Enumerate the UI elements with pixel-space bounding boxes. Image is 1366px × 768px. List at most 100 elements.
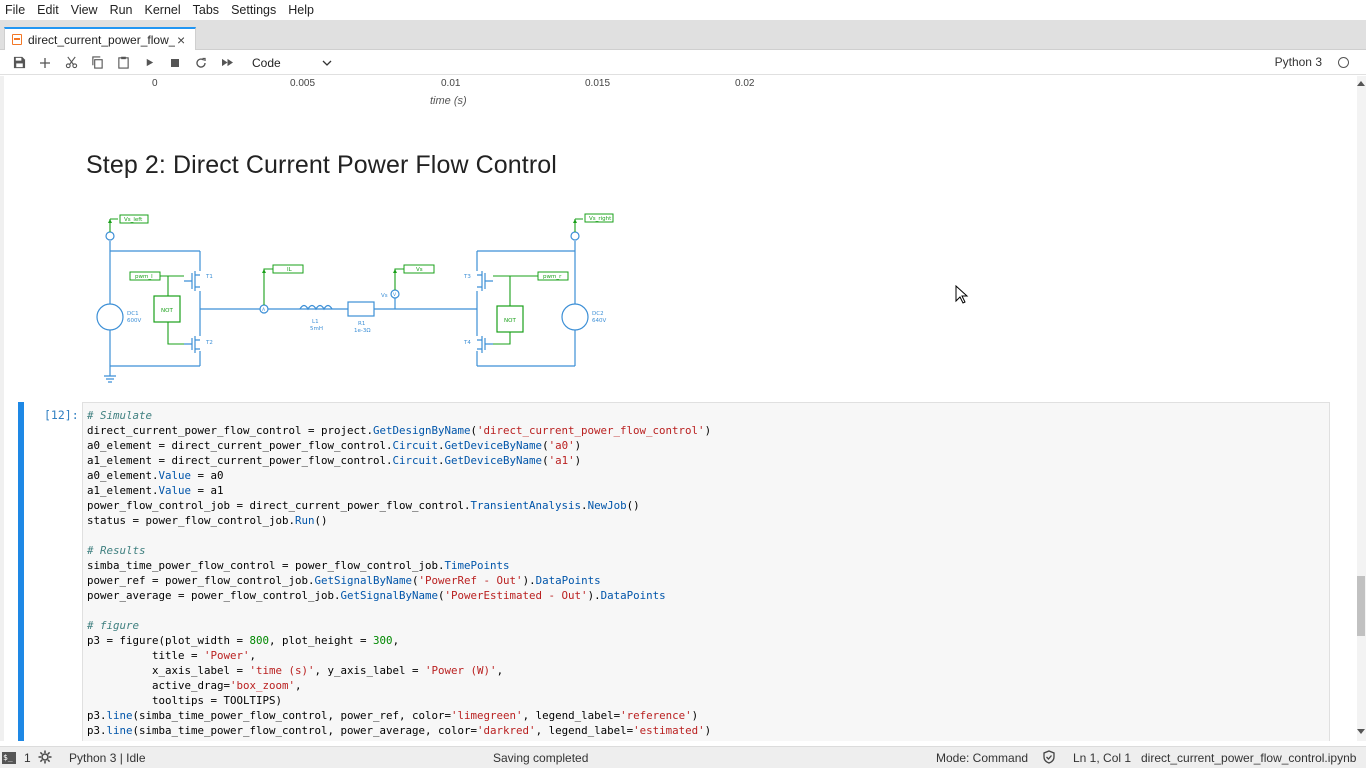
code-line: power_flow_control_job = direct_current_… [87,498,711,513]
code-token: power_ref = power_flow_control_job. [87,574,315,587]
run-button[interactable] [136,52,162,74]
menu-settings[interactable]: Settings [231,3,277,17]
status-bar: $_ 1 Python 3 | Idle Saving completed Mo… [0,746,1366,768]
code-token: GetSignalByName [340,589,439,602]
code-token: line [106,709,133,722]
label-vs-left: Vs_left [124,217,143,223]
code-token: 'limegreen' [451,709,523,722]
code-token: ) [704,724,712,737]
interrupt-button[interactable] [162,52,188,74]
code-token: p3. [87,724,107,737]
code-token: ) [704,424,712,437]
code-token: ( [412,574,419,587]
label-t2: T2 [205,340,213,346]
notebook-panel[interactable]: 0 0.005 0.01 0.015 0.02 time (s) Step 2:… [0,76,1357,741]
code-token: power_average = power_flow_control_job. [87,589,341,602]
gear-icon[interactable] [38,750,52,767]
code-token: a0_element. [87,469,159,482]
code-token: p3. [87,709,107,722]
menu-file[interactable]: File [5,3,26,17]
label-dc2: DC2 [592,311,604,317]
axis-tick: 0.015 [585,78,611,89]
scroll-thumb[interactable] [1357,576,1365,636]
code-token: ) [691,709,699,722]
label-ammeter: A [262,307,266,313]
kernel-state[interactable]: Python 3 | Idle [69,751,146,765]
copy-button[interactable] [84,52,110,74]
code-token: p3 = figure(plot_width = [87,634,250,647]
fast-forward-icon [221,58,233,67]
code-token: 'Power (W)' [425,664,497,677]
menu-bar: File Edit View Run Kernel Tabs Settings … [0,0,1366,20]
code-token: 'reference' [620,709,692,722]
file-name: direct_current_power_flow_control.ipynb [1141,751,1357,765]
code-line [87,528,711,543]
kernel-status-icon [1338,57,1349,68]
code-line: p3.line(simba_time_power_flow_control, p… [87,723,711,738]
menu-tabs[interactable]: Tabs [192,3,220,17]
code-token: # Results [87,544,146,557]
code-token: . [438,454,445,467]
axis-label: time (s) [430,95,467,107]
label-il: IL [287,267,293,273]
code-token: () [626,499,640,512]
scissors-icon [65,56,77,69]
cell-collapser[interactable] [18,402,24,741]
menu-help[interactable]: Help [288,3,314,17]
menu-run[interactable]: Run [109,3,133,17]
code-token: 'a0' [548,439,575,452]
tab-notebook[interactable]: direct_current_power_flow_control.ipynb … [4,27,196,50]
code-token: # figure [87,619,140,632]
code-token: ( [438,589,445,602]
scroll-up-icon[interactable] [1357,81,1365,86]
code-token: Circuit [392,439,439,452]
copy-icon [91,56,103,69]
code-line: # Simulate [87,408,711,423]
shield-icon[interactable] [1042,750,1056,767]
label-not2: NOT [504,318,516,324]
code-token: , plot_height = [269,634,374,647]
label-t3: T3 [463,274,471,280]
code-token: 'Power' [204,649,250,662]
mode-indicator[interactable]: Mode: Command [936,751,1029,765]
kernel-name[interactable]: Python 3 [1274,55,1322,69]
menu-view[interactable]: View [70,3,98,17]
run-all-button[interactable] [214,52,240,74]
code-token: ( [542,454,549,467]
code-token: DataPoints [600,589,666,602]
code-token: direct_current_power_flow_control = proj… [87,424,374,437]
code-token: , [392,634,400,647]
restart-button[interactable] [188,52,214,74]
scroll-down-icon[interactable] [1357,729,1365,734]
code-token: 'a1' [548,454,575,467]
label-r1: R1 [358,321,365,327]
insert-cell-button[interactable] [32,52,58,74]
save-icon [13,56,25,69]
menu-edit[interactable]: Edit [37,3,59,17]
cell-type-select[interactable]: Code [252,53,332,73]
menu-kernel[interactable]: Kernel [144,3,181,17]
paste-icon [117,56,129,69]
label-dc2-value: 640V [592,318,606,324]
code-token: , y_axis_label = [314,664,426,677]
vertical-scrollbar[interactable] [1357,76,1366,741]
tab-strip: direct_current_power_flow_control.ipynb … [0,20,1366,50]
circuit-schematic: Vs_left Vs_right IL Vs pwm_l pwm_r NOT N… [96,213,614,383]
close-icon[interactable]: × [177,31,186,48]
stop-icon [171,58,179,67]
cursor-position[interactable]: Ln 1, Col 1 [1073,751,1132,765]
terminal-count[interactable]: 1 [24,751,31,765]
cell-type-value: Code [252,55,281,70]
code-line: power_ref = power_flow_control_job.GetSi… [87,573,711,588]
code-token: TransientAnalysis [470,499,582,512]
save-button[interactable] [6,52,32,74]
mouse-cursor-icon [955,285,969,304]
code-token: , [295,679,302,692]
code-line: x_axis_label = 'time (s)', y_axis_label … [87,663,711,678]
terminal-icon[interactable]: $_ [2,752,16,764]
paste-button[interactable] [110,52,136,74]
cut-button[interactable] [58,52,84,74]
